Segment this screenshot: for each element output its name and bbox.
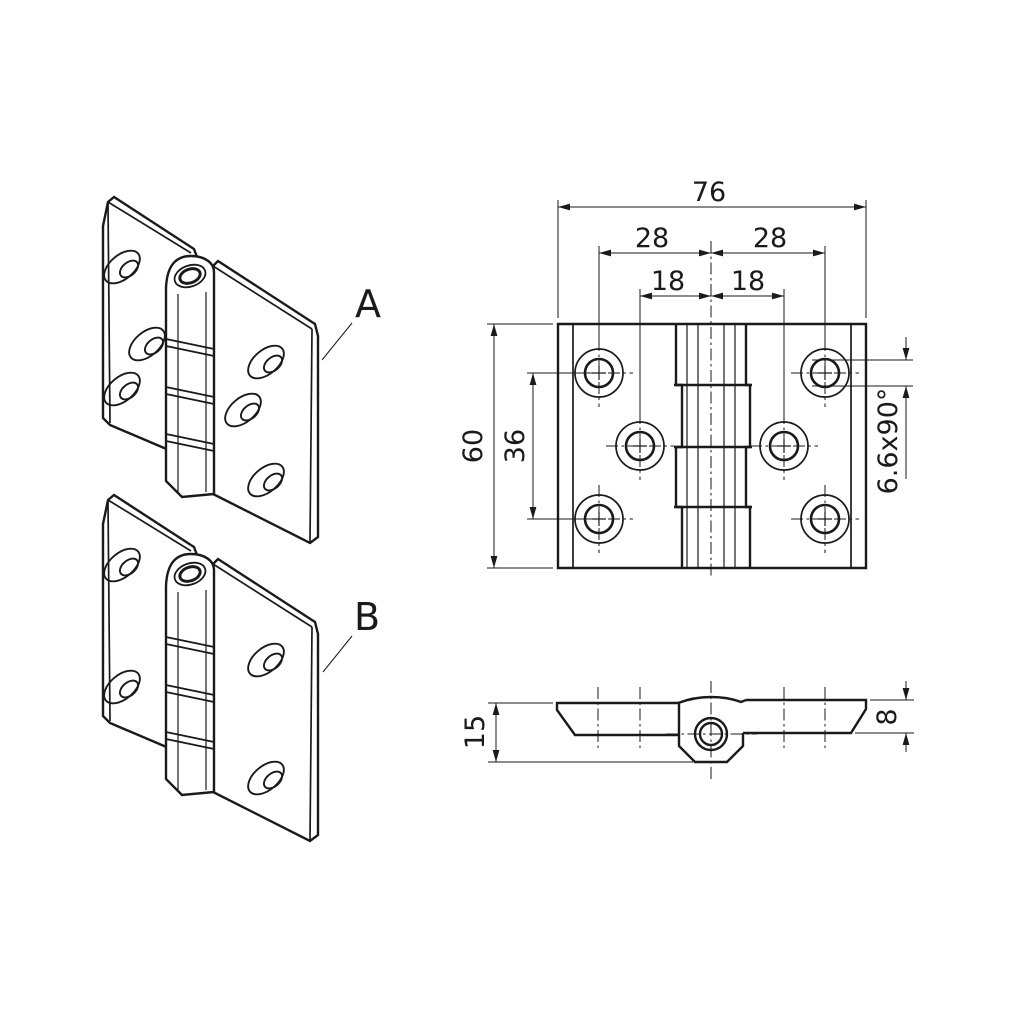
dim-hole-pitch-right: 28 — [753, 223, 787, 254]
iso-view-b: B — [98, 495, 380, 841]
dim-countersink: 6.6x90° — [873, 388, 904, 495]
leader-line-b — [322, 635, 353, 673]
side-view: 15 8 — [460, 681, 914, 781]
side-right-leaf — [743, 698, 868, 735]
dim-overall-width: 76 — [692, 177, 726, 208]
dim-hole-pitch-vertical: 36 — [500, 429, 531, 463]
dim-inner-pitch-left: 18 — [651, 266, 685, 297]
dim-leaf-thickness: 8 — [872, 708, 903, 725]
view-label-a: A — [355, 282, 381, 326]
view-label-b: B — [354, 595, 380, 639]
dim-inner-pitch-right: 18 — [731, 266, 765, 297]
dim-hole-pitch-left: 28 — [635, 223, 669, 254]
side-knuckle-top — [677, 695, 747, 705]
side-pin-hole — [698, 721, 724, 747]
dim-overall-thickness: 15 — [460, 715, 491, 749]
iso-view-a: A — [98, 197, 381, 543]
front-view: 76 28 28 18 18 60 36 6.6x90° — [458, 177, 913, 579]
dim-overall-height: 60 — [458, 429, 489, 463]
leader-line-a — [321, 322, 353, 361]
side-left-leaf — [555, 701, 680, 737]
